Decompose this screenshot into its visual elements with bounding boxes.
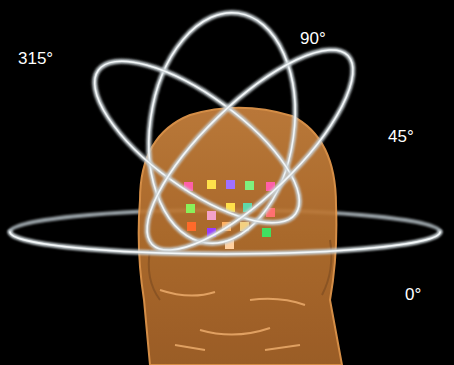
ring-90: [135, 3, 310, 253]
head-features: [160, 290, 305, 350]
angle-label: 0°: [405, 286, 421, 305]
angle-label: 315°: [18, 50, 53, 69]
ring-0-front: [10, 232, 440, 254]
ring-45: [120, 22, 380, 277]
angle-label: 90°: [300, 30, 326, 49]
angle-label: 45°: [388, 128, 414, 147]
